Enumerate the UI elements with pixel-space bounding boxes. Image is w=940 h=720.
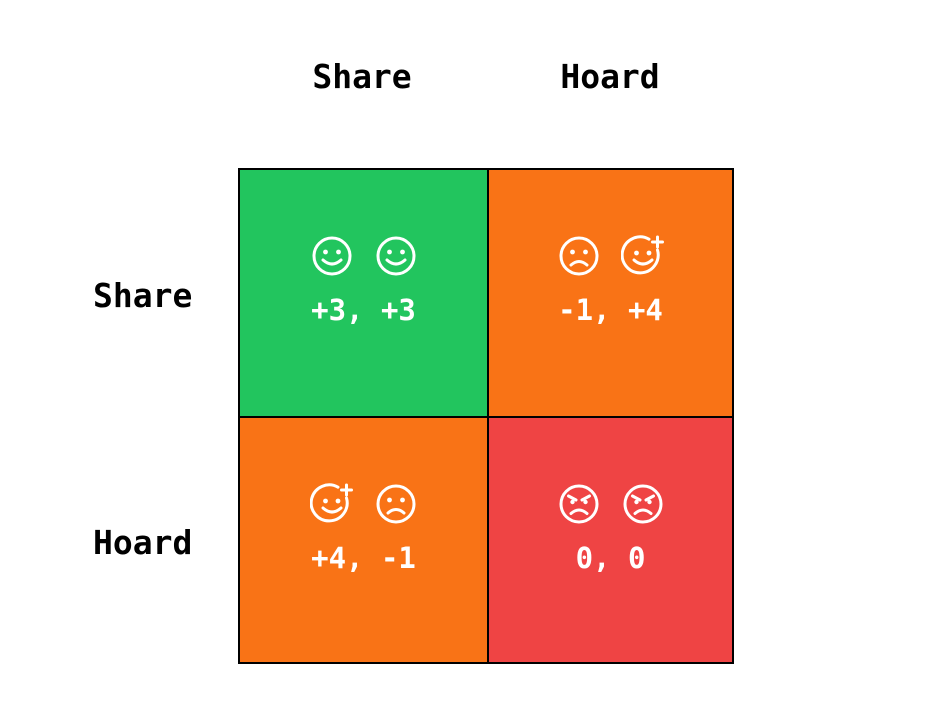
frown-face-icon xyxy=(559,236,598,276)
angry-face-icon xyxy=(623,484,662,524)
smile-face-icon xyxy=(312,236,351,276)
smile-face-icon xyxy=(376,236,415,276)
payoff-matrix: +3, +3 -1, +4 +4, -1 0, 0 xyxy=(238,168,734,664)
col-label-hoard: Hoard xyxy=(560,57,660,96)
frown-face-icon xyxy=(376,484,415,524)
grid-divider-horizontal xyxy=(240,416,732,418)
cell-share-share: +3, +3 xyxy=(240,170,487,416)
row-label-share: Share xyxy=(93,276,193,315)
cell-faces xyxy=(489,482,732,528)
cell-payoff: +4, -1 xyxy=(311,541,416,575)
angry-face-icon xyxy=(559,484,598,524)
row-label-hoard: Hoard xyxy=(93,523,193,562)
cell-share-hoard: -1, +4 xyxy=(489,170,732,416)
cell-hoard-share: +4, -1 xyxy=(240,418,487,662)
cell-payoff: +3, +3 xyxy=(311,293,416,327)
cell-faces xyxy=(240,234,487,280)
smirk-plus-face-icon xyxy=(309,483,353,523)
cell-faces xyxy=(489,234,732,280)
cell-payoff: 0, 0 xyxy=(575,541,646,575)
cell-faces xyxy=(240,482,487,528)
cell-hoard-hoard: 0, 0 xyxy=(489,418,732,662)
col-label-share: Share xyxy=(312,57,412,96)
cell-payoff: -1, +4 xyxy=(558,293,663,327)
smirk-plus-face-icon xyxy=(620,235,664,275)
